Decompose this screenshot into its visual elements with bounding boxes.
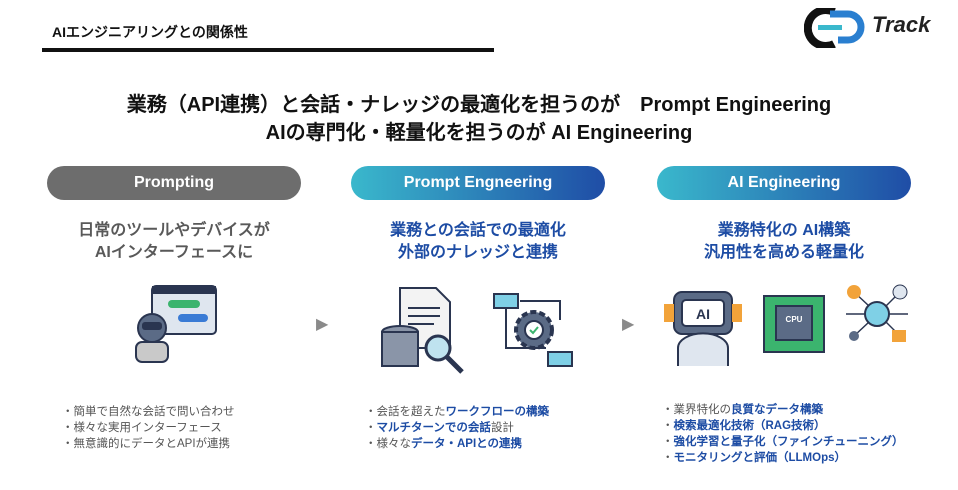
svg-text:AI: AI (696, 306, 710, 322)
bullet-text: ・ (365, 422, 377, 434)
prompting-pill: Prompting (47, 166, 301, 200)
bullet-text: ・ (662, 452, 674, 464)
bullet-text: ・ (662, 420, 674, 432)
section-title: AIエンジニアリングとの関係性 (52, 24, 248, 40)
headline-line-2: AIの専門化・軽量化を担うのが AI Engineering (265, 122, 693, 144)
title-underline (42, 48, 494, 52)
arrow-icon: ▶ (316, 316, 329, 333)
bullet-text: ・業界特化の (662, 404, 731, 416)
prompt-engineering-subtitle: 業務との会話での最適化外部のナレッジと連携 (390, 222, 566, 261)
bullet-item: ・強化学習と量子化（ファインチューニング） (662, 434, 904, 450)
ai-engineering-pill: AI Engineering (657, 166, 911, 200)
bullet-text: データ・APIとの連携 (411, 438, 523, 450)
bullet-item: ・検索最適化技術（RAG技術） (662, 418, 904, 434)
bullet-item: ・マルチターンでの会話設計 (365, 420, 549, 436)
bullet-text: 設計 (490, 422, 514, 434)
bullet-text: 検索最適化技術（RAG技術） (673, 420, 826, 432)
bullet-text: ワークフローの構築 (445, 406, 550, 418)
bullet-item: ・無意識的にデータとAPIが連携 (62, 436, 235, 452)
cpu-chip-icon: CPU (763, 295, 825, 353)
svg-text:CPU: CPU (786, 315, 803, 324)
bullet-text: 良質なデータ構築 (731, 404, 823, 416)
robot-chat-icon (135, 285, 217, 363)
logo-text: Track (872, 12, 931, 37)
bullet-item: ・様々な実用インターフェース (62, 420, 235, 436)
bullet-item: ・様々なデータ・APIとの連携 (365, 436, 549, 452)
bullet-text: マルチターンでの会話 (376, 422, 491, 434)
ai-engineering-bullets: ・業界特化の良質なデータ構築・検索最適化技術（RAG技術）・強化学習と量子化（フ… (662, 402, 904, 466)
bullet-text: ・様々な実用インターフェース (62, 422, 222, 434)
bullet-item: ・業界特化の良質なデータ構築 (662, 402, 904, 418)
prompting-bullets: ・簡単で自然な会話で問い合わせ・様々な実用インターフェース・無意識的にデータとA… (62, 404, 235, 452)
ai-engineering-subtitle: 業務特化の AI構築汎用性を高める軽量化 (703, 222, 864, 261)
bullet-item: ・会話を超えたワークフローの構築 (365, 404, 549, 420)
arrow-icon: ▶ (622, 316, 635, 333)
track-logo-icon (804, 8, 865, 48)
prompt-engineering-pill: Prompt Engneering (351, 166, 605, 200)
bullet-text: ・無意識的にデータとAPIが連携 (62, 438, 231, 450)
bullet-text: ・様々な (365, 438, 411, 450)
bullet-text: ・ (662, 436, 674, 448)
bullet-text: ・会話を超えた (365, 406, 446, 418)
network-globe-icon (846, 284, 908, 342)
bullet-text: ・簡単で自然な会話で問い合わせ (62, 406, 235, 418)
bullet-item: ・簡単で自然な会話で問い合わせ (62, 404, 235, 420)
ai-robot-icon: AI (664, 291, 742, 366)
document-database-search-icon (381, 287, 464, 374)
workflow-gear-icon (493, 293, 573, 367)
bullet-text: 強化学習と量子化（ファインチューニング） (673, 436, 904, 448)
headline-line-1: 業務（API連携）と会話・ナレッジの最適化を担うのが Prompt Engine… (126, 94, 832, 116)
bullet-item: ・モニタリングと評価（LLMOps） (662, 450, 904, 466)
bullet-text: モニタリングと評価（LLMOps） (673, 452, 847, 464)
prompt-engineering-bullets: ・会話を超えたワークフローの構築・マルチターンでの会話設計・様々なデータ・API… (365, 404, 549, 452)
